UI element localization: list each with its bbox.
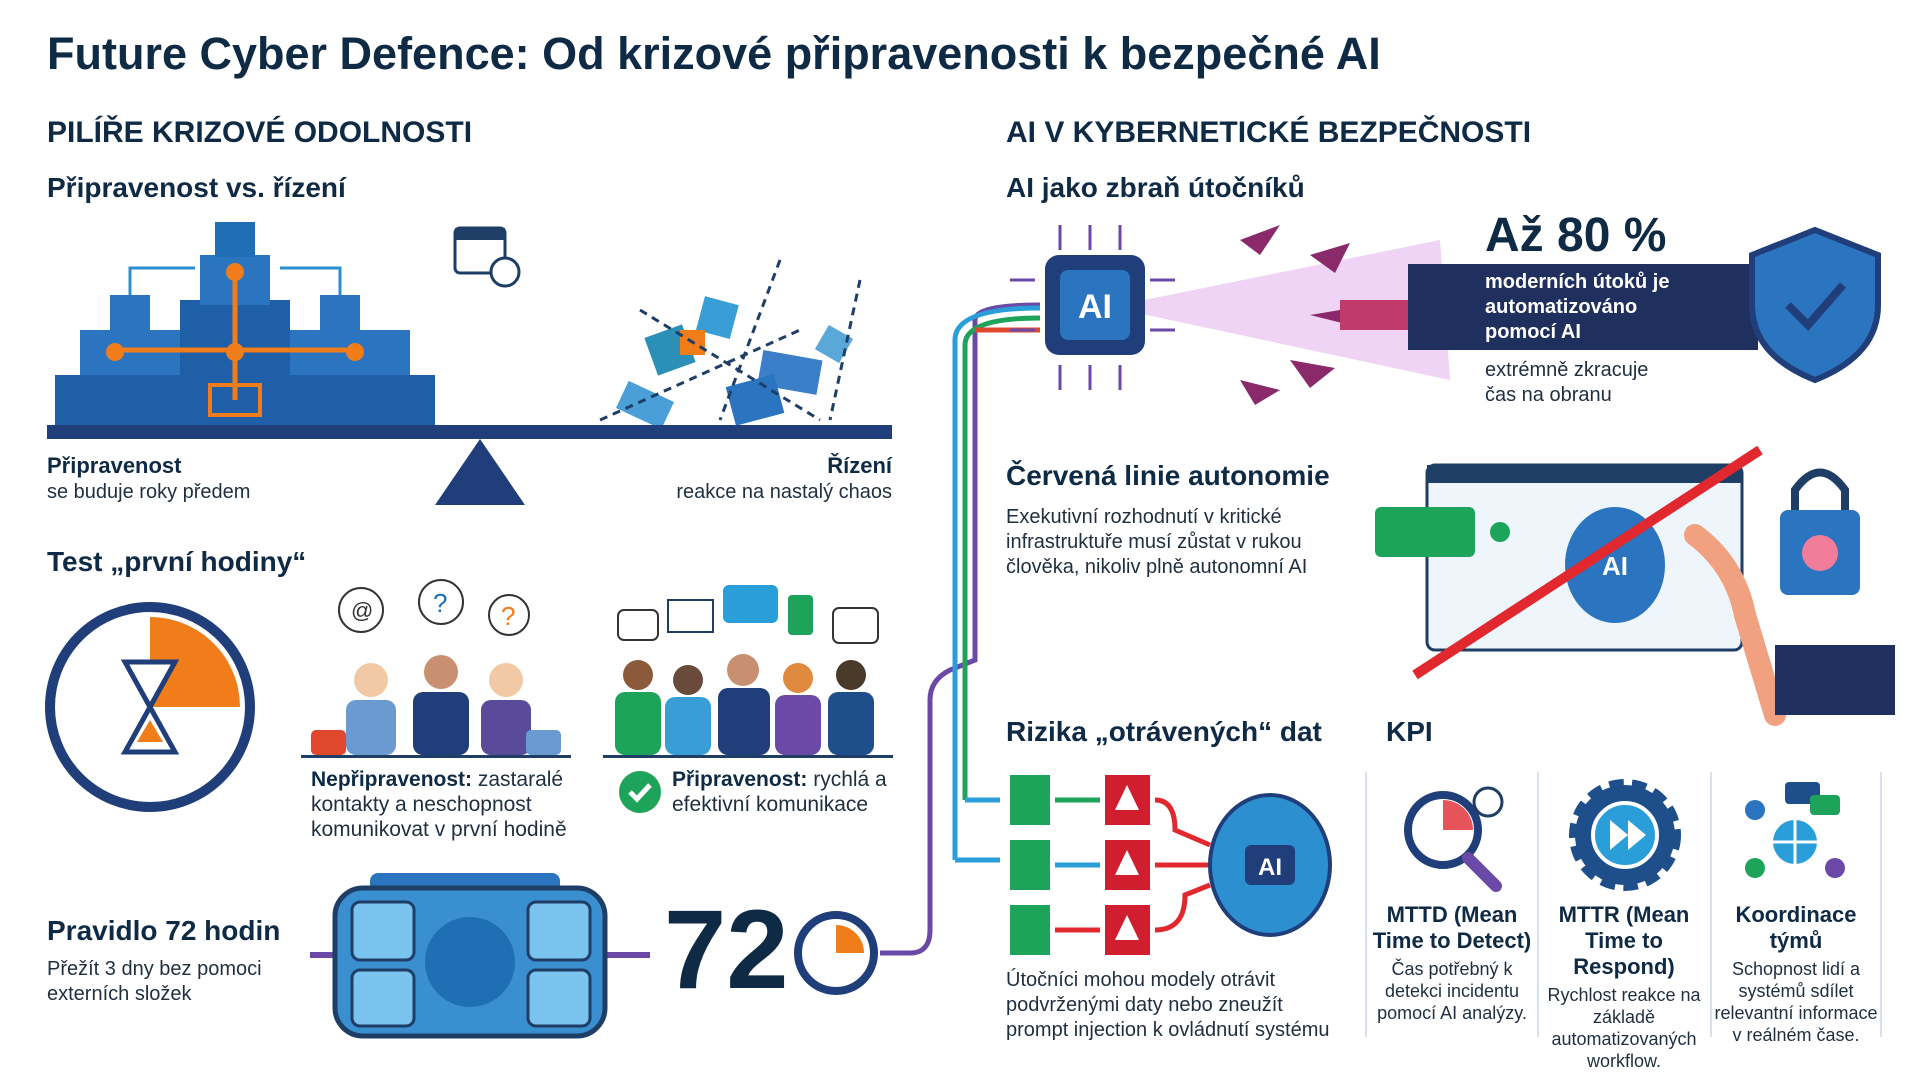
weapon-title: AI jako zbraň útočníků: [1006, 172, 1305, 203]
chip-label: AI: [1078, 288, 1112, 326]
prepared-label: Připravenost:: [672, 768, 808, 791]
prepared-people-illustration: [603, 585, 893, 758]
team-globe-icon: [1745, 782, 1845, 878]
redline-text: Exekutivní rozhodnutí v kritické infrast…: [1006, 506, 1308, 578]
svg-text:?: ?: [501, 601, 515, 631]
kpi-item-text: Rychlost reakce na základě automatizovan…: [1547, 985, 1701, 1071]
magnifier-stopwatch-icon: [1404, 786, 1504, 892]
poisoned-data-illustration: AI: [1010, 775, 1332, 955]
kpi-item-title: Koordinace týmů: [1735, 902, 1857, 953]
kpi-divider: [1710, 772, 1712, 1037]
gear-fast-forward-icon: [1569, 779, 1681, 891]
kpi-item-title: MTTD (Mean Time to Detect): [1372, 902, 1532, 953]
prepared-caption: Připravenost: rychlá a efektivní komunik…: [672, 767, 892, 817]
svg-text:?: ?: [433, 588, 447, 618]
kpi-item-title: MTTR (Mean Time to Respond): [1558, 902, 1690, 979]
kpi-item-text: Čas potřebný k detekci incidentu pomocí …: [1377, 959, 1527, 1023]
seesaw-right-label: Řízení: [827, 453, 892, 478]
poison-text: Útočníci mohou modely otrávit podvrženým…: [1006, 969, 1330, 1041]
stat-sub: extrémně zkracuje čas na obranu: [1485, 359, 1649, 406]
kpi-divider: [1537, 772, 1539, 1037]
stat-banner: [1408, 264, 1758, 350]
first-hour-title: Test „první hodiny“: [47, 546, 307, 577]
stopwatch-icon: [794, 911, 878, 995]
shield-check-icon: [1749, 226, 1881, 384]
seesaw-left-label: Připravenost: [47, 453, 182, 478]
seesaw-left-sub: se buduje roky předem: [47, 481, 251, 503]
fortress-icon: [55, 222, 435, 425]
chaos-icon: [599, 259, 862, 430]
unprepared-text: zastaralé kontakty a neschopnost komunik…: [311, 768, 567, 841]
supply-kit-icon: [310, 873, 650, 1039]
poison-title: Rizika „otrávených“ dat: [1006, 716, 1322, 747]
clock-hourglass-icon: [45, 602, 255, 812]
unprepared-caption: Nepřipravenost: zastaralé kontakty a nes…: [311, 767, 581, 842]
seesaw-right-sub: reakce na nastalý chaos: [676, 481, 892, 503]
rule72-title: Pravidlo 72 hodin: [47, 915, 281, 946]
autonomy-illustration: AI: [1375, 445, 1895, 726]
seesaw-title: Připravenost vs. řízení: [47, 172, 346, 203]
rule72-text: Přežít 3 dny bez pomoci externích složek: [47, 958, 262, 1005]
rule72-number: 72: [664, 887, 789, 1012]
unprepared-people-illustration: @ ? ?: [301, 579, 571, 758]
svg-text:@: @: [351, 598, 373, 623]
left-heading: PILÍŘE KRIZOVÉ ODOLNOSTI: [47, 116, 473, 149]
kpi-item-text: Schopnost lidí a systémů sdílet relevant…: [1714, 959, 1878, 1045]
kpi-item-mttr: MTTR (Mean Time to Respond)Rychlost reak…: [1539, 902, 1709, 1072]
stat-banner-text: moderních útoků je automatizováno pomocí…: [1485, 271, 1670, 343]
stat-value: Až 80 %: [1485, 209, 1667, 262]
kpi-divider: [1365, 772, 1367, 1037]
unprepared-label: Nepřipravenost:: [311, 768, 473, 791]
prepared-text: rychlá a efektivní komunikace: [672, 768, 887, 816]
ai-chip-rockets-illustration: AI: [1010, 225, 1460, 405]
check-icon: [619, 771, 661, 813]
calendar-icon: [453, 226, 521, 288]
page-title: Future Cyber Defence: Od krizové připrav…: [47, 28, 1381, 79]
kpi-item-mttd: MTTD (Mean Time to Detect) Čas potřebný k…: [1367, 902, 1537, 1024]
poison-ai-label: AI: [1258, 854, 1282, 881]
seesaw-beam: [47, 425, 892, 439]
seesaw-fulcrum: [435, 439, 525, 505]
redline-title: Červená linie autonomie: [1006, 460, 1330, 491]
kpi-title: KPI: [1386, 716, 1433, 747]
kpi-divider: [1880, 772, 1882, 1037]
seesaw-illustration: [47, 222, 892, 505]
right-heading: AI V KYBERNETICKÉ BEZPEČNOSTI: [1006, 116, 1532, 149]
